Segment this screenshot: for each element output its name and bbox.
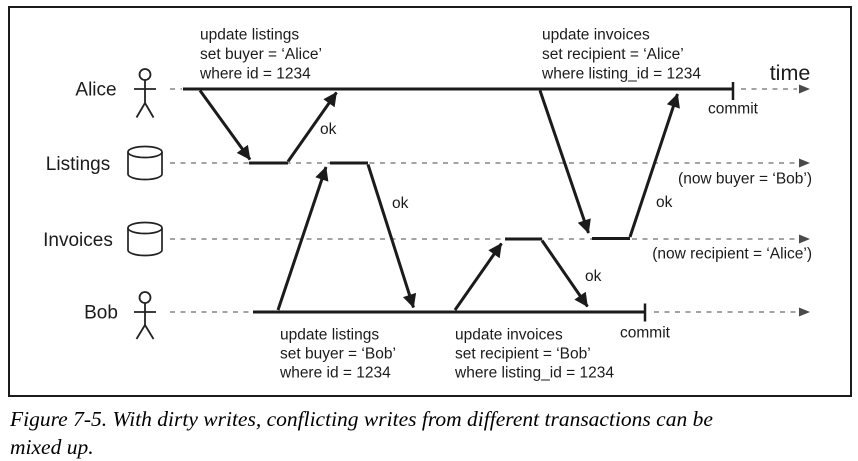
solid-timelines [183,87,733,314]
listings-note: (now buyer = ‘Bob’) [678,171,812,188]
alice-txn1-line3: where id = 1234 [199,66,311,83]
listings-database-icon [127,145,163,181]
lane-label-bob: Bob [84,303,118,324]
alice-invoices-ok-arrow [628,93,680,238]
bob-txn2-line2: set recipient = ‘Bob’ [455,346,591,363]
alice-person-icon [134,68,156,118]
bob-txn1-line2: set buyer = ‘Bob’ [280,346,396,363]
bob-person-icon [134,291,156,340]
ok-label-bob-listings: ok [392,195,409,212]
caption-line-1: Figure 7-5. With dirty writes, conflicti… [10,407,713,431]
alice-txn1-line2: set buyer = ‘Alice’ [200,46,322,63]
lane-label-invoices: Invoices [43,230,113,251]
alice-lane-arrow-icon [799,84,810,94]
bob-invoices-ok-arrow [540,239,589,308]
invoices-note: (now recipient = ‘Alice’) [652,246,812,263]
lane-dashed-lines [170,88,797,313]
lane-label-listings: Listings [46,154,110,175]
bob-listings-ok-arrow [366,164,417,309]
bob-write-invoices-arrow [453,242,503,311]
invoices-lane-arrow-icon [799,234,810,244]
bob-txn1-line3: where id = 1234 [279,365,391,382]
invoices-database-icon [127,221,163,257]
alice-commit-label: commit [708,101,759,118]
bob-txn2-line3: where listing_id = 1234 [454,365,614,382]
alice-txn2-line3: where listing_id = 1234 [541,66,701,83]
bob-txn2-line1: update invoices [455,327,563,344]
alice-txn2-line1: update invoices [542,27,650,44]
alice-listings-ok-arrow [286,91,338,163]
figure-caption: Figure 7-5. With dirty writes, conflicti… [10,405,713,461]
ok-label-alice-listings: ok [320,121,337,138]
bob-txn1-line1: update listings [280,327,379,344]
caption-line-2: mixed up. [10,435,94,459]
time-axis-label: time [770,61,811,85]
ok-label-alice-invoices: ok [656,194,673,211]
commit-ticks [643,82,735,322]
alice-txn2-line2: set recipient = ‘Alice’ [542,46,684,63]
alice-write-invoices-arrow [538,90,591,234]
ok-label-bob-invoices: ok [585,268,602,285]
lane-label-alice: Alice [75,80,116,101]
diagram-border [8,6,852,397]
bob-lane-arrow-icon [799,307,810,317]
bob-write-listings-arrow [276,166,329,311]
alice-txn1-line1: update listings [200,27,299,44]
alice-write-listings-arrow [198,89,252,161]
transaction-arrows [198,89,680,311]
lane-end-arrows [799,84,810,317]
bob-commit-label: commit [620,325,671,342]
dirty-writes-diagram: Alice Listings Invoices Bob update listi… [8,6,852,397]
listings-lane-arrow-icon [799,158,810,168]
